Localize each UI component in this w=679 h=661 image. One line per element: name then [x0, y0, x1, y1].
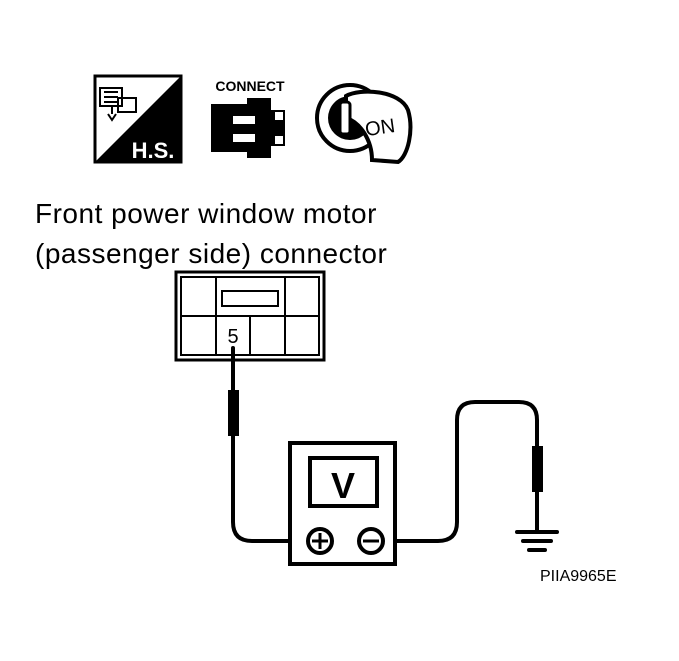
negative-probe — [532, 446, 543, 492]
figure-code: PIIA9965E — [540, 568, 617, 585]
title-line-1: Front power window motor — [35, 198, 377, 229]
connector-title: Front power window motor (passenger side… — [35, 194, 387, 274]
connect-icon: CONNECT — [211, 78, 285, 158]
connect-label: CONNECT — [215, 78, 285, 94]
voltmeter-label: V — [331, 465, 355, 506]
window-motor-connector: 5 — [174, 270, 326, 362]
connector-terminal-label: 5 — [227, 326, 238, 348]
negative-terminal — [357, 527, 385, 555]
ignition-on-icon: ON — [315, 83, 413, 165]
positive-probe — [228, 390, 239, 436]
harness-side-label: H.S. — [132, 138, 175, 163]
voltmeter: V — [288, 441, 397, 566]
harness-side-icon: H.S. — [93, 74, 183, 164]
ignition-on-label: ON — [364, 115, 397, 141]
positive-terminal — [306, 527, 334, 555]
ground-symbol — [515, 488, 559, 552]
title-line-2: (passenger side) connector — [35, 238, 388, 269]
test-leads — [231, 346, 539, 543]
